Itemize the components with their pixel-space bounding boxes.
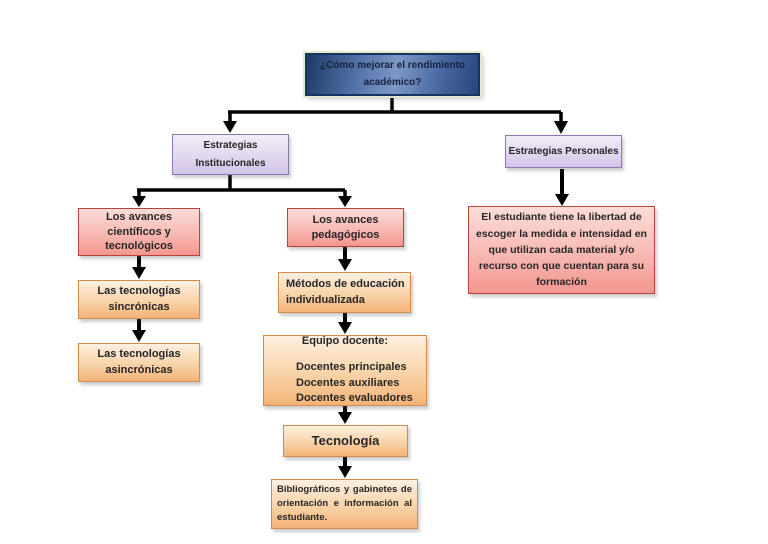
equipo-docente-title: Equipo docente: [301,334,389,347]
node-tecnologia: Tecnología [283,425,408,457]
connector-root-branches [228,96,563,123]
tecnologia-label: Tecnología [311,432,380,448]
branch-institucionales-node: Estrategias Institucionales [172,134,289,175]
arrowhead-personales [554,121,568,134]
arrowhead-estudiante [555,194,569,206]
node-estudiante-libertad: El estudiante tiene la libertad de escog… [468,206,655,294]
node-avances-pedagogicos: Los avances pedagógicos [287,208,404,247]
avances-pedagogicos-label: Los avances pedagógicos [311,213,380,241]
arrowhead-avances-pedagogicos [338,196,352,207]
equipo-docente-item: Docentes principales [296,360,407,373]
node-bibliograficos: Bibliográficos y gabinetes de orientació… [271,479,418,529]
node-tecnologias-asincronicas: Las tecnologías asincrónicas [78,343,200,382]
arrowhead-sincronicas [132,267,146,279]
root-node-label: ¿Cómo mejorar el rendimiento académico? [319,60,466,88]
arrowhead-tecnologia [338,412,352,424]
avances-cientificos-label: Los avances científicos y tecnológicos [105,210,173,253]
equipo-docente-item: Docentes evaluadores [296,392,413,405]
arrowhead-bibliograficos [338,466,352,478]
arrowhead-institucionales [223,121,237,133]
estudiante-libertad-label: El estudiante tiene la libertad de escog… [476,211,647,289]
arrowhead-asincronicas [132,330,146,342]
node-metodos-educacion: Métodos de educación individualizada [278,272,411,313]
branch-personales-label: Estrategias Personales [508,145,619,157]
tecnologias-asincronicas-label: Las tecnologías asincrónicas [97,348,181,376]
node-equipo-docente: Equipo docente: Docentes principales Doc… [263,335,427,406]
tecnologias-sincronicas-label: Las tecnologías sincrónicas [97,285,181,313]
equipo-docente-item: Docentes auxiliares [296,376,400,389]
branch-institucionales-label: Estrategias Institucionales [195,139,266,169]
arrowhead-equipo [338,322,352,334]
arrowhead-avances-cientificos [132,196,146,207]
branch-personales-node: Estrategias Personales [505,135,622,168]
bibliograficos-label: Bibliográficos y gabinetes de orientació… [277,483,412,524]
connector-institucionales-split [137,175,347,197]
metodos-educacion-label: Métodos de educación individualizada [286,277,405,306]
node-tecnologias-sincronicas: Las tecnologías sincrónicas [78,280,200,319]
node-avances-cientificos: Los avances científicos y tecnológicos [78,208,200,256]
equipo-docente-items: Docentes principales Docentes auxiliares… [264,360,426,408]
arrowhead-metodos [338,259,352,271]
root-node: ¿Cómo mejorar el rendimiento académico? [305,53,480,96]
